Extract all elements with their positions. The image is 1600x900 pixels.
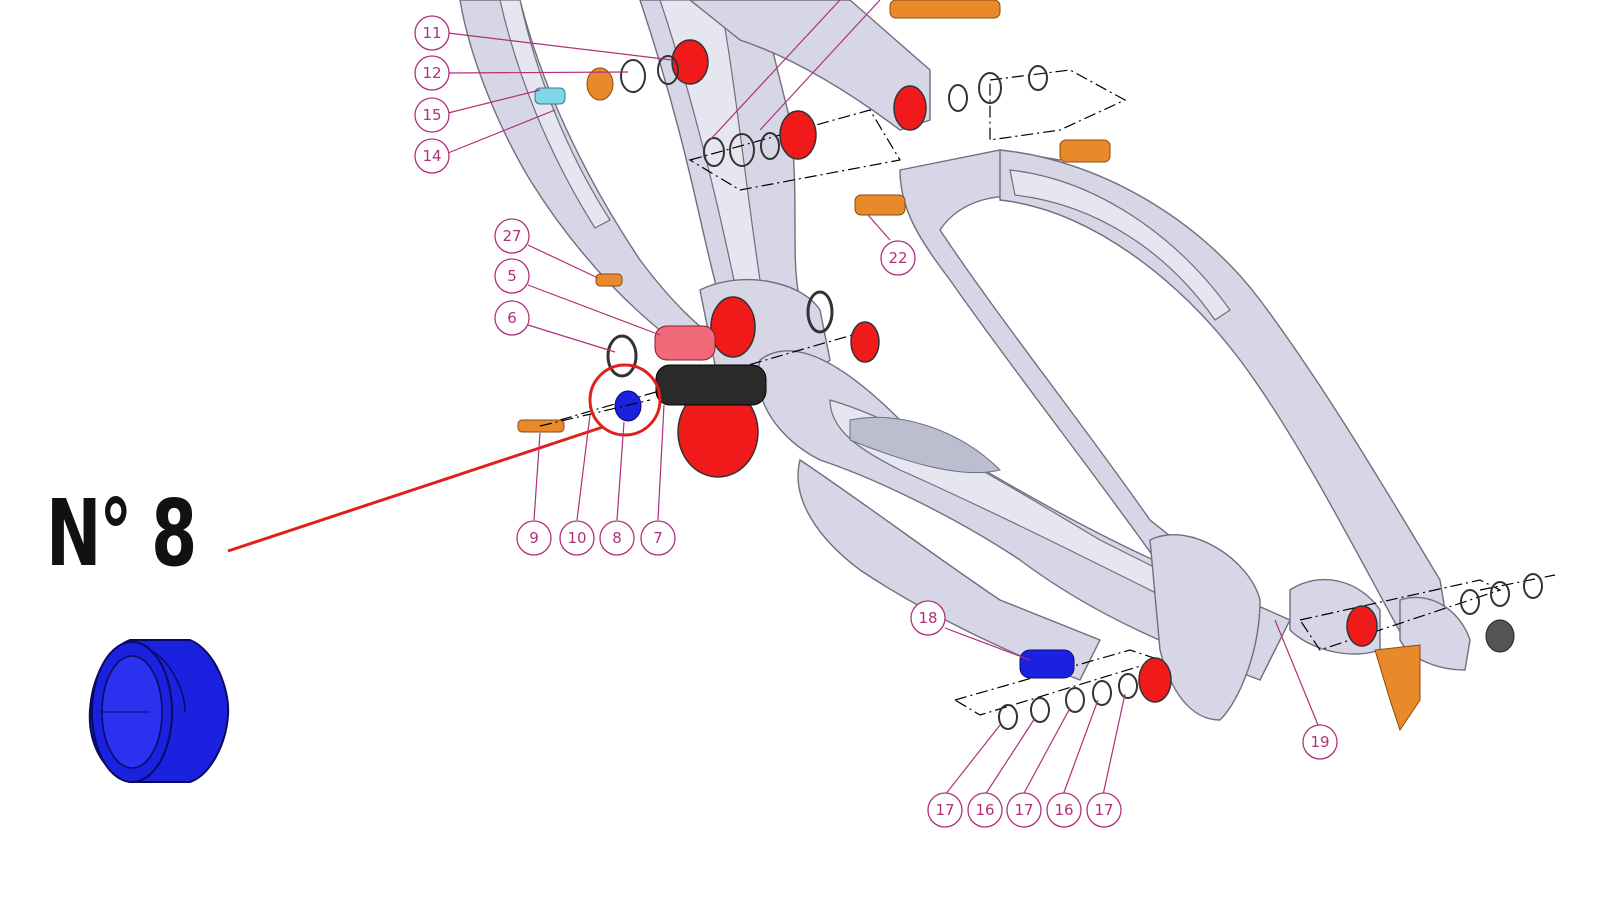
part-8-enlarged xyxy=(88,639,230,783)
callout-15-label: 15 xyxy=(422,106,441,124)
washers xyxy=(606,55,1543,730)
callout-19-label: 19 xyxy=(1310,733,1329,751)
callout-18-label: 18 xyxy=(918,609,937,627)
callout-16-first-label: 16 xyxy=(975,801,994,819)
callout-17-first: 17 xyxy=(927,792,963,828)
highlight-pointer-line xyxy=(227,425,604,553)
callout-17-second-label: 17 xyxy=(1014,801,1033,819)
callout-12: 12 xyxy=(414,55,450,91)
small-parts xyxy=(534,87,1515,679)
callout-22-label: 22 xyxy=(888,249,907,267)
callout-15: 15 xyxy=(414,97,450,133)
part-number-title: N° 8 xyxy=(46,480,197,587)
orange-bolts xyxy=(517,0,1421,732)
callout-6: 6 xyxy=(494,300,530,336)
callout-17-first-label: 17 xyxy=(935,801,954,819)
callout-8-label: 8 xyxy=(612,529,622,547)
callout-27: 27 xyxy=(494,218,530,254)
callout-27-label: 27 xyxy=(502,227,521,245)
callout-9: 9 xyxy=(516,520,552,556)
pivot-assembly xyxy=(539,325,767,427)
callout-17-second: 17 xyxy=(1006,792,1042,828)
callout-10-label: 10 xyxy=(567,529,586,547)
leader-lines xyxy=(447,0,1319,796)
callout-16-first: 16 xyxy=(967,792,1003,828)
callout-6-label: 6 xyxy=(507,309,517,327)
callout-14: 14 xyxy=(414,138,450,174)
callout-11: 11 xyxy=(414,15,450,51)
callout-22: 22 xyxy=(880,240,916,276)
callout-12-label: 12 xyxy=(422,64,441,82)
callout-14-label: 14 xyxy=(422,147,441,165)
callout-8: 8 xyxy=(599,520,635,556)
callout-16-second: 16 xyxy=(1046,792,1082,828)
callout-11-label: 11 xyxy=(422,24,441,42)
highlight-circle xyxy=(588,363,662,437)
callout-9-label: 9 xyxy=(529,529,539,547)
callout-18: 18 xyxy=(910,600,946,636)
callout-7-label: 7 xyxy=(653,529,663,547)
callout-17-third: 17 xyxy=(1086,792,1122,828)
highlight-annotation xyxy=(227,363,662,553)
callout-19: 19 xyxy=(1302,724,1338,760)
callout-5-label: 5 xyxy=(507,267,517,285)
callout-17-third-label: 17 xyxy=(1094,801,1113,819)
callout-10: 10 xyxy=(559,520,595,556)
bearings xyxy=(671,39,1378,703)
callout-7: 7 xyxy=(640,520,676,556)
callout-5: 5 xyxy=(494,258,530,294)
callout-16-second-label: 16 xyxy=(1054,801,1073,819)
